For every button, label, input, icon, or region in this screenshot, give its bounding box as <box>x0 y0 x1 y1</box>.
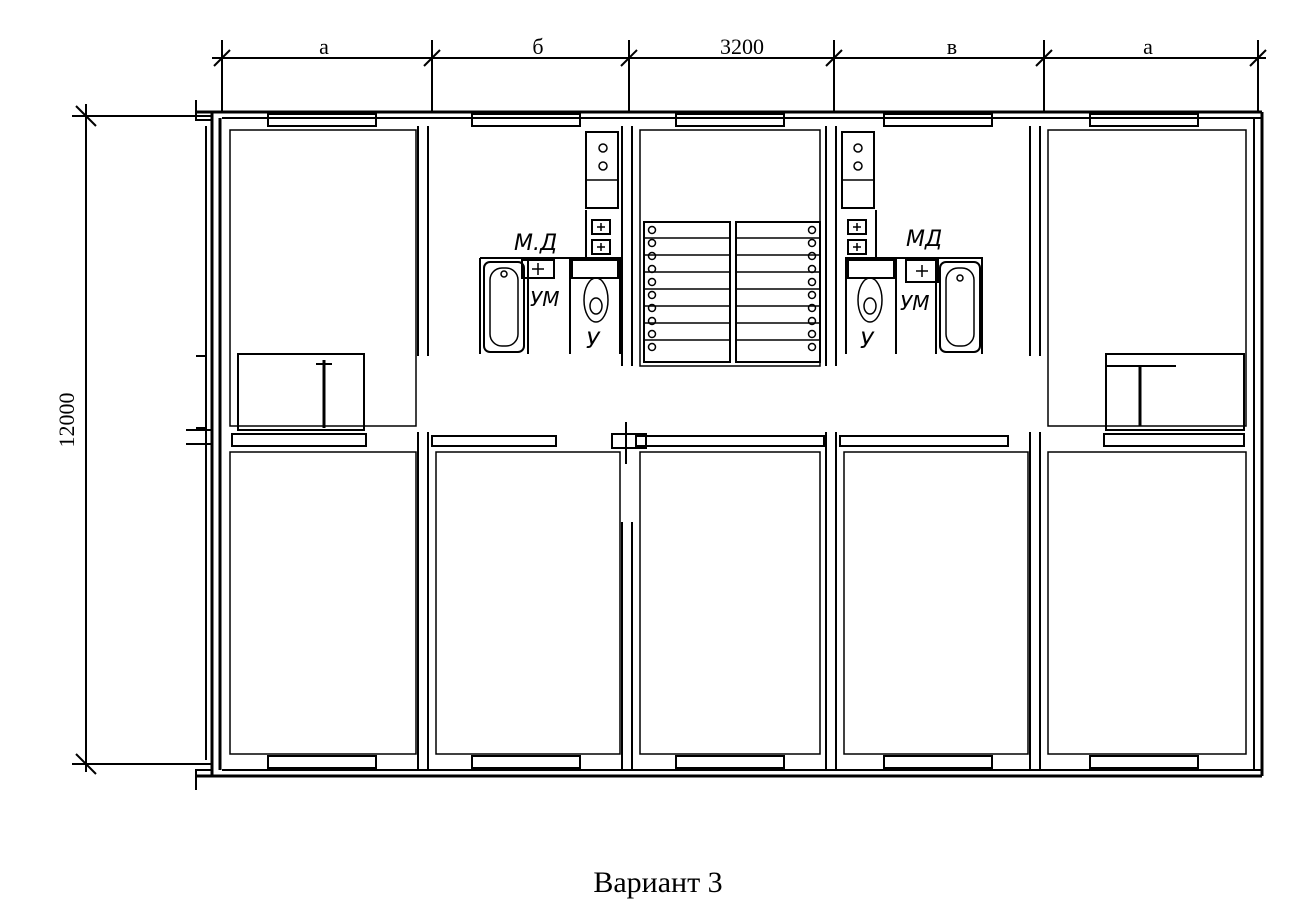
label-toilet-left: У <box>586 329 601 354</box>
stair-railing-right <box>807 225 817 352</box>
outer-walls <box>186 100 1264 790</box>
windows-top <box>267 113 1199 127</box>
label-sink-right: УМ <box>900 291 929 315</box>
staircase <box>643 221 821 363</box>
windows-bottom <box>267 755 1199 769</box>
dim-label-12000: 12000 <box>54 393 79 448</box>
dim-label-3200: 3200 <box>720 34 764 59</box>
closet-left <box>237 353 365 431</box>
room-outlines <box>229 129 1247 755</box>
closet-right <box>1105 353 1245 431</box>
left-dimension: 12000 <box>54 104 212 775</box>
cross-walls <box>417 126 1041 770</box>
dim-label-a-left: а <box>319 34 329 59</box>
top-dimension-chain: а б 3200 в а <box>212 34 1267 112</box>
dim-label-v: в <box>947 34 957 59</box>
stair-railing-left <box>647 225 657 352</box>
stove-icon-right <box>841 131 875 209</box>
sanitary-block-left <box>479 131 621 354</box>
label-kitchen-left: М.Д <box>514 231 557 256</box>
corridor-walls <box>231 422 1245 464</box>
sanitary-block-right <box>841 131 983 354</box>
diagram-caption: Вариант 3 <box>593 866 723 899</box>
label-sink-left: УМ <box>530 287 559 311</box>
label-kitchen-right: МД <box>906 227 942 252</box>
dim-label-b: б <box>532 34 543 59</box>
label-toilet-right: У <box>860 329 875 354</box>
stove-icon-left <box>585 131 619 209</box>
dim-label-a-right: а <box>1143 34 1153 59</box>
